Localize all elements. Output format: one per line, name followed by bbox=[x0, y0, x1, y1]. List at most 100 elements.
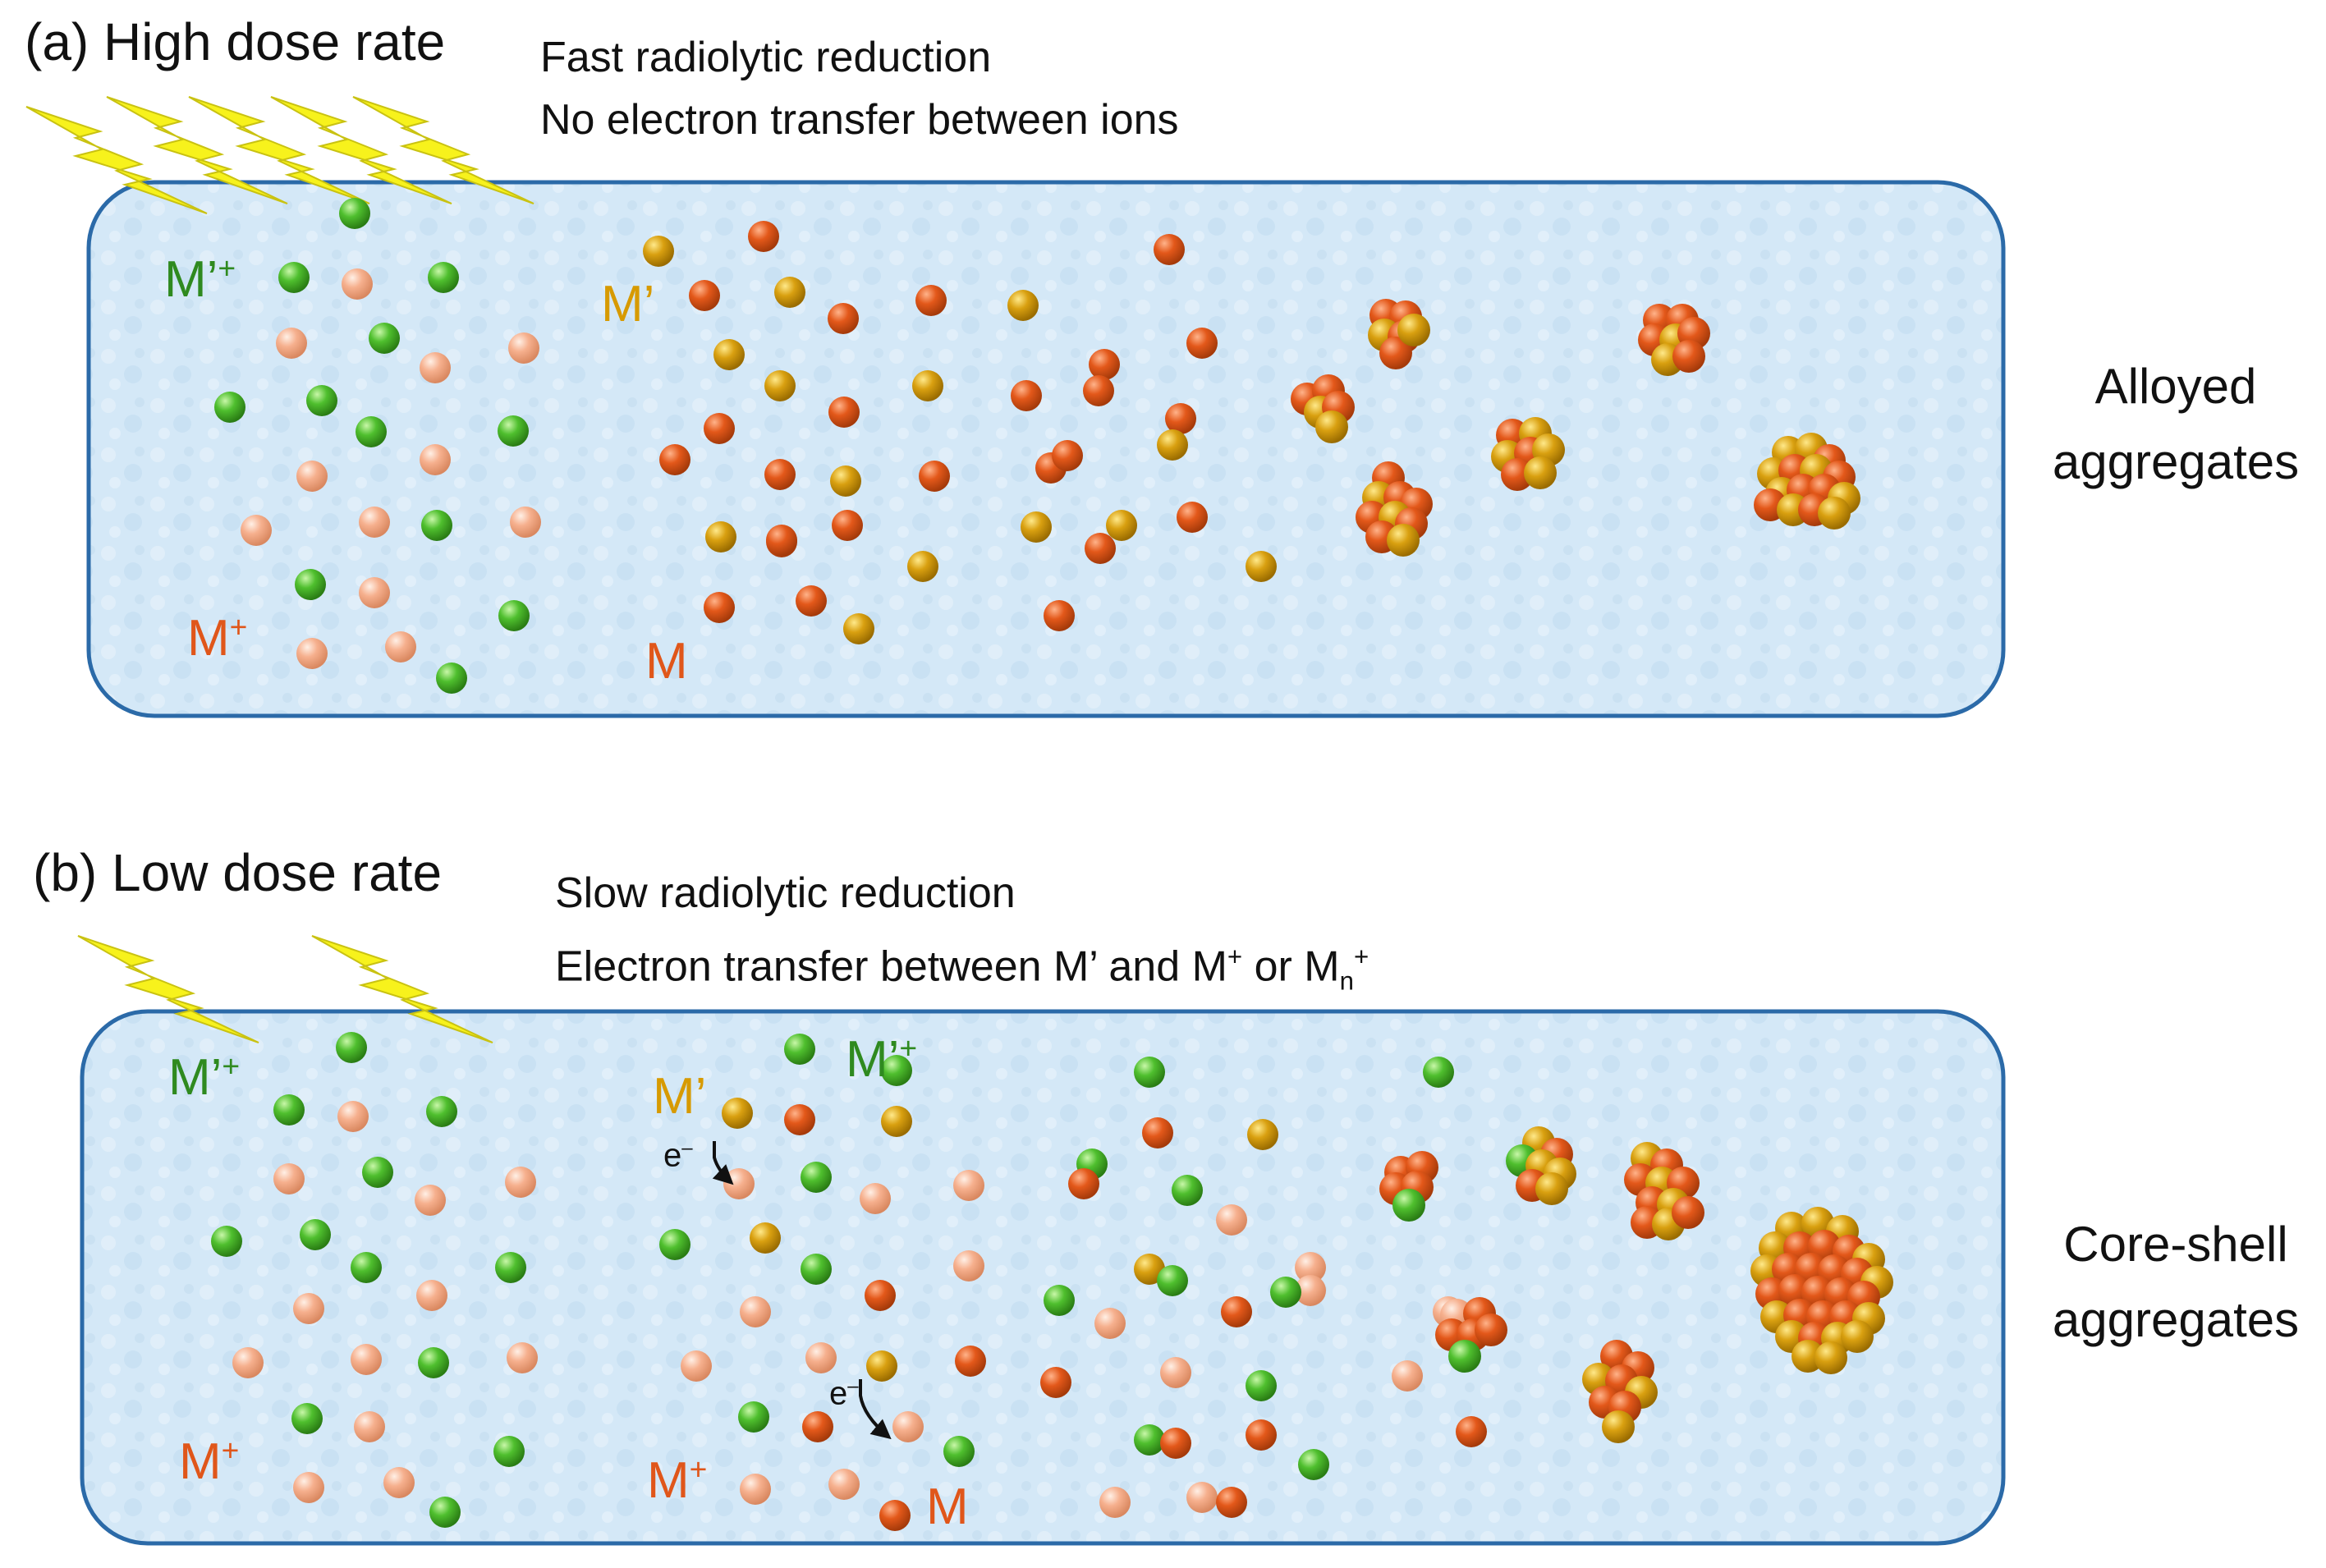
electron-text: e bbox=[829, 1375, 848, 1412]
label-m-prime-a: M’ bbox=[601, 276, 655, 332]
m-ion-sphere bbox=[293, 1293, 324, 1324]
panel-a-line1: Fast radiolytic reduction bbox=[540, 34, 992, 81]
m-prime-atom-sphere bbox=[866, 1350, 897, 1382]
m-prime-ion-sphere bbox=[659, 1229, 690, 1260]
m-prime-ion-sphere bbox=[784, 1034, 815, 1065]
m-prime-atom-sphere bbox=[881, 1106, 912, 1137]
m-atom-sphere bbox=[1052, 440, 1083, 471]
m-prime-ion-sphere bbox=[418, 1347, 449, 1378]
particle-layer bbox=[211, 198, 1893, 1531]
m-atom-sphere bbox=[1246, 1419, 1277, 1451]
panel-a-container bbox=[86, 180, 2006, 718]
m-prime-atom-sphere bbox=[1814, 1341, 1847, 1374]
panel-b-result-line2: aggregates bbox=[2052, 1292, 2300, 1347]
m-prime-ion-sphere bbox=[1423, 1057, 1454, 1088]
m-ion-sphere bbox=[415, 1185, 446, 1216]
label-text: M bbox=[187, 610, 230, 667]
m-prime-atom-sphere bbox=[1007, 290, 1039, 321]
m-prime-atom-sphere bbox=[1247, 1119, 1278, 1150]
m-ion-sphere bbox=[740, 1474, 771, 1505]
m-atom-sphere bbox=[1085, 533, 1116, 564]
m-ion-sphere bbox=[337, 1101, 369, 1132]
m-atom-sphere bbox=[1475, 1314, 1507, 1346]
m-atom-sphere bbox=[1379, 337, 1412, 369]
m-ion-sphere bbox=[273, 1163, 305, 1194]
m-atom-sphere bbox=[1154, 234, 1185, 265]
m-prime-atom-sphere bbox=[764, 370, 796, 401]
m-ion-sphere bbox=[1295, 1252, 1326, 1283]
m-ion-sphere bbox=[296, 461, 328, 492]
m-ion-sphere bbox=[681, 1350, 712, 1382]
m-atom-sphere bbox=[659, 444, 690, 475]
m-atom-sphere bbox=[766, 525, 797, 556]
m-prime-atom-sphere bbox=[1021, 511, 1052, 543]
m-atom-sphere bbox=[1089, 349, 1120, 380]
m-ion-sphere bbox=[296, 638, 328, 669]
m-prime-ion-sphere bbox=[1157, 1265, 1188, 1296]
label-m-a: M bbox=[645, 633, 688, 690]
m-atom-sphere bbox=[832, 510, 863, 541]
m-prime-ion-sphere bbox=[351, 1252, 382, 1283]
m-ion-sphere bbox=[1099, 1487, 1131, 1518]
m-atom-sphere bbox=[1068, 1168, 1099, 1199]
m-prime-atom-sphere bbox=[1387, 524, 1420, 557]
m-prime-ion-sphere bbox=[1448, 1340, 1481, 1373]
panel-a-result: Alloyed aggregates bbox=[2003, 349, 2326, 500]
m-ion-sphere bbox=[232, 1347, 264, 1378]
m-prime-ion-sphere bbox=[1246, 1370, 1277, 1401]
panel-a-result-line2: aggregates bbox=[2052, 434, 2300, 489]
m-prime-ion-sphere bbox=[1392, 1189, 1425, 1222]
m-ion-sphere bbox=[420, 352, 451, 383]
m-prime-ion-sphere bbox=[1044, 1285, 1075, 1316]
m-atom-sphere bbox=[1165, 403, 1196, 434]
m-prime-ion-sphere bbox=[498, 600, 530, 631]
panel-a-result-line1: Alloyed bbox=[2094, 359, 2257, 414]
m-prime-ion-sphere bbox=[1298, 1449, 1329, 1480]
m-atom-sphere bbox=[1221, 1296, 1252, 1327]
label-m-ion-b: M+ bbox=[179, 1433, 240, 1490]
m-ion-sphere bbox=[1186, 1482, 1218, 1513]
m-prime-ion-sphere bbox=[339, 198, 370, 229]
m-ion-sphere bbox=[276, 328, 307, 359]
panel-b-result: Core-shell aggregates bbox=[2003, 1207, 2326, 1358]
m-prime-ion-sphere bbox=[881, 1055, 912, 1086]
m-atom-sphere bbox=[689, 280, 720, 311]
m-atom-sphere bbox=[796, 585, 827, 617]
label-m-ion-a: M+ bbox=[187, 609, 248, 667]
m-prime-ion-sphere bbox=[356, 416, 387, 447]
m-atom-sphere bbox=[828, 303, 859, 334]
m-atom-sphere bbox=[1672, 1196, 1704, 1229]
m-prime-ion-sphere bbox=[801, 1254, 832, 1285]
m-prime-ion-sphere bbox=[429, 1497, 461, 1528]
m-prime-atom-sphere bbox=[643, 236, 674, 267]
panel-b-line2-mid: or M bbox=[1242, 942, 1340, 991]
m-atom-sphere bbox=[704, 592, 735, 623]
lightning-icon bbox=[106, 96, 288, 204]
m-prime-atom-sphere bbox=[1397, 314, 1430, 346]
m-ion-sphere bbox=[420, 444, 451, 475]
m-atom-sphere bbox=[955, 1346, 986, 1377]
m-ion-sphere bbox=[740, 1296, 771, 1327]
m-prime-atom-sphere bbox=[722, 1098, 753, 1129]
label-m-prime-ion-b: M’+ bbox=[168, 1048, 241, 1106]
m-ion-sphere bbox=[828, 1469, 860, 1500]
m-prime-atom-sphere bbox=[1246, 551, 1277, 582]
m-prime-ion-sphere bbox=[211, 1226, 242, 1257]
label-m-prime-b: M’ bbox=[653, 1068, 707, 1125]
m-ion-sphere bbox=[953, 1170, 984, 1201]
m-ion-sphere bbox=[359, 507, 390, 538]
m-prime-ion-sphere bbox=[738, 1401, 769, 1433]
m-ion-sphere bbox=[342, 268, 373, 300]
m-prime-atom-sphere bbox=[750, 1222, 781, 1254]
m-atom-sphere bbox=[1216, 1487, 1247, 1518]
m-prime-ion-sphere bbox=[498, 415, 529, 447]
m-prime-ion-sphere bbox=[421, 510, 452, 541]
panel-a-line2: No electron transfer between ions bbox=[540, 96, 1179, 144]
m-atom-sphere bbox=[1142, 1117, 1173, 1148]
m-ion-sphere bbox=[892, 1411, 924, 1442]
m-ion-sphere bbox=[860, 1183, 891, 1214]
m-prime-ion-sphere bbox=[295, 569, 326, 600]
m-atom-sphere bbox=[1044, 600, 1075, 631]
m-prime-atom-sphere bbox=[1134, 1254, 1165, 1285]
m-prime-atom-sphere bbox=[705, 521, 736, 552]
